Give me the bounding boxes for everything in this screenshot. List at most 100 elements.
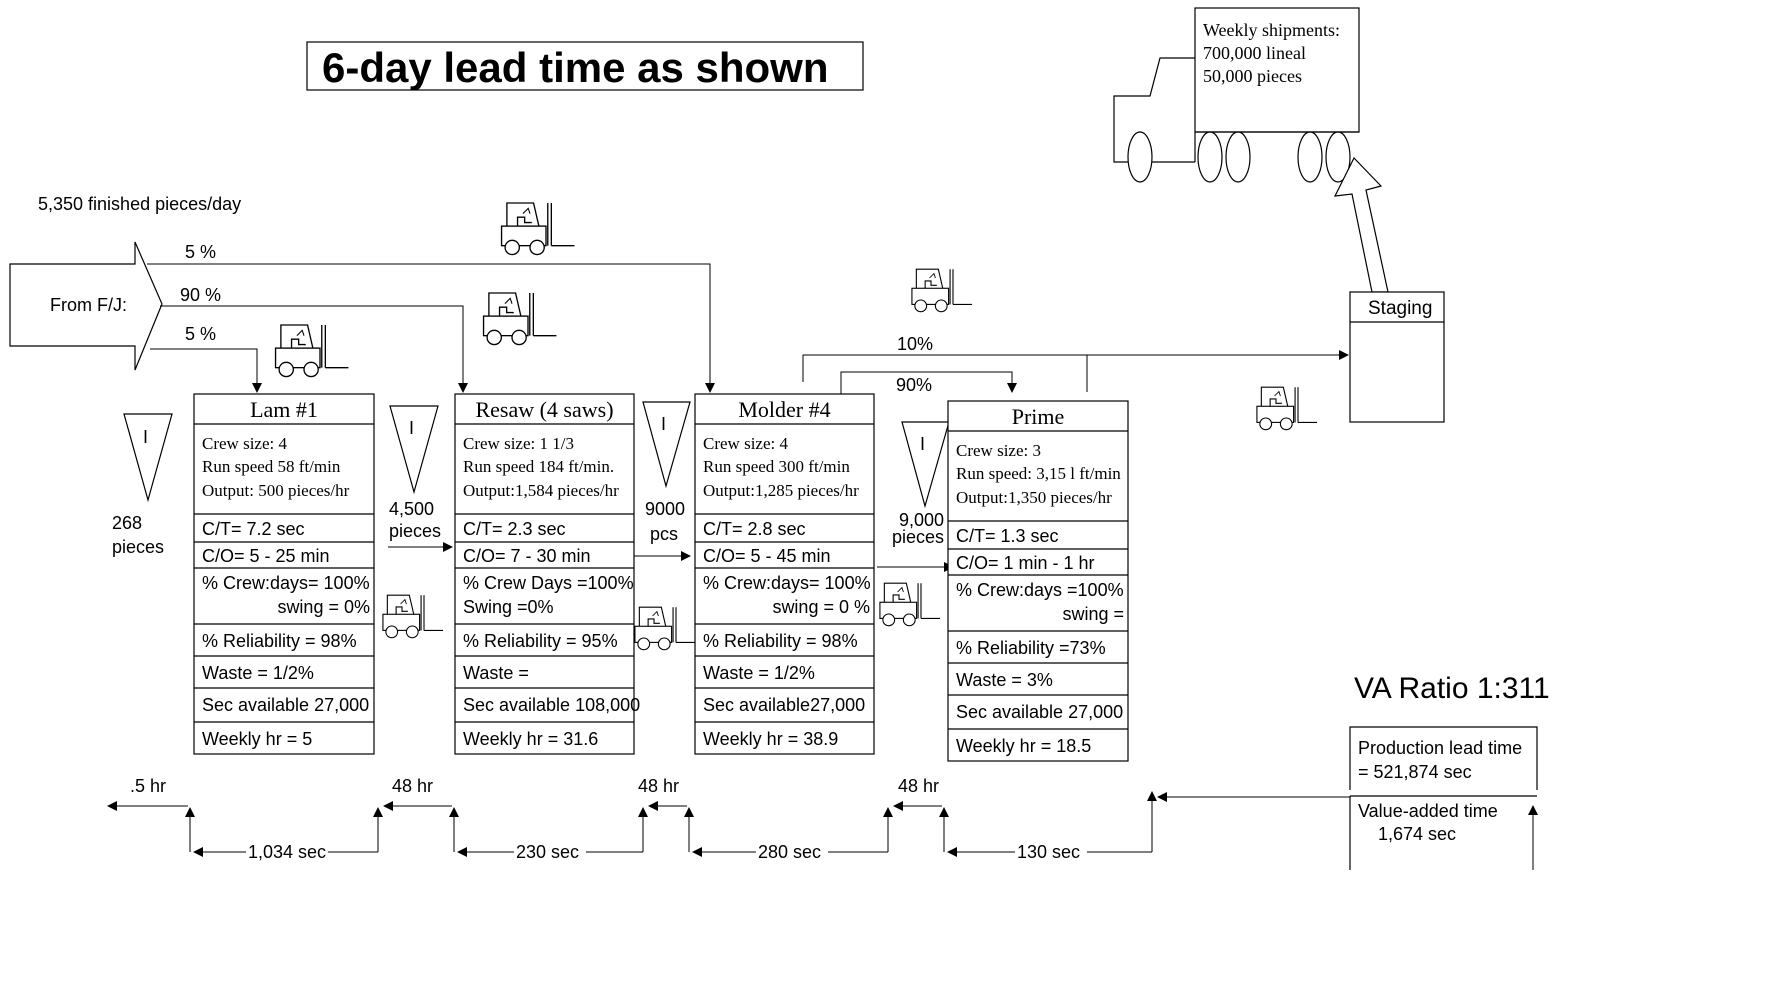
inventory-unit: pieces <box>892 527 944 547</box>
process-output: Output:1,285 pieces/hr <box>703 481 859 500</box>
crew-days: % Crew:days= 100% <box>703 573 871 593</box>
swing: swing = 0 % <box>772 597 870 617</box>
process-box: Molder #4Crew size: 4Run speed 300 ft/mi… <box>695 394 874 754</box>
va-ratio: VA Ratio 1:311 <box>1354 672 1550 705</box>
reliability: % Reliability = 95% <box>463 631 618 651</box>
cycle-time: C/T= 7.2 sec <box>202 519 305 539</box>
process-crew-size: Crew size: 3 <box>956 441 1041 460</box>
forklift-icon <box>880 583 940 626</box>
process-crew-size: Crew size: 4 <box>202 434 287 453</box>
process-name: Resaw (4 saws) <box>475 397 613 422</box>
value-added-label: Value-added time <box>1358 801 1498 821</box>
process-time: 230 sec <box>516 842 579 862</box>
shipping-line-2: 700,000 lineal <box>1203 43 1306 63</box>
wait-time: 48 hr <box>898 776 939 796</box>
production-lead-time-value: = 521,874 sec <box>1358 762 1472 782</box>
production-lead-time-label: Production lead time <box>1358 738 1522 758</box>
process-run-speed: Run speed 58 ft/min <box>202 457 341 476</box>
process-crew-size: Crew size: 1 1/3 <box>463 434 574 453</box>
supply-lines <box>147 264 710 392</box>
changeover-time: C/O= 7 - 30 min <box>463 546 591 566</box>
process-time: 1,034 sec <box>248 842 326 862</box>
wait-time: .5 hr <box>130 776 166 796</box>
weekly-hours: Weekly hr = 38.9 <box>703 729 838 749</box>
value-added-value: 1,674 sec <box>1378 824 1456 844</box>
reliability: % Reliability = 98% <box>202 631 357 651</box>
inventory-symbol: I <box>409 418 414 438</box>
pct-bot: 5 % <box>185 324 216 344</box>
process-run-speed: Run speed 184 ft/min. <box>463 457 614 476</box>
crew-days: % Crew:days =100% <box>956 580 1124 600</box>
process-run-speed: Run speed: 3,15 l ft/min <box>956 464 1121 483</box>
inventory-triangle: I 268 pieces <box>112 414 172 557</box>
forklift-icon <box>912 269 972 312</box>
process-name: Molder #4 <box>738 397 830 422</box>
shipping-line-1: Weekly shipments: <box>1203 20 1340 40</box>
changeover-time: C/O= 5 - 25 min <box>202 546 330 566</box>
process-output: Output:1,350 pieces/hr <box>956 488 1112 507</box>
process-name: Lam #1 <box>250 397 318 422</box>
crew-days: % Crew:days= 100% <box>202 573 370 593</box>
reliability: % Reliability =73% <box>956 638 1106 658</box>
waste: Waste = <box>463 663 529 683</box>
inventory-unit: pcs <box>650 524 678 544</box>
weekly-hours: Weekly hr = 31.6 <box>463 729 598 749</box>
lead-time-box: Production lead time = 521,874 sec Value… <box>1350 727 1537 870</box>
seconds-available: Sec available27,000 <box>703 695 865 715</box>
wait-time: 48 hr <box>638 776 679 796</box>
pct-top: 5 % <box>185 242 216 262</box>
waste: Waste = 3% <box>956 670 1053 690</box>
process-output: Output: 500 pieces/hr <box>202 481 350 500</box>
weekly-hours: Weekly hr = 5 <box>202 729 312 749</box>
inventory-triangle: I 4,500 pieces <box>389 406 441 541</box>
process-time: 280 sec <box>758 842 821 862</box>
seconds-available: Sec available 27,000 <box>956 702 1123 722</box>
process-box: Lam #1 Crew size: 4 Run speed 58 ft/minOut… <box>194 394 374 754</box>
crew-days: % Crew Days =100% <box>463 573 634 593</box>
swing: swing = <box>1062 604 1124 624</box>
process-name: Prime <box>1012 404 1065 429</box>
reliability: % Reliability = 98% <box>703 631 858 651</box>
inventory-symbol: I <box>661 414 666 434</box>
inventory-unit: pieces <box>112 537 164 557</box>
process-time: 130 sec <box>1017 842 1080 862</box>
forklift-icon <box>502 203 575 255</box>
split-lines <box>803 355 1348 394</box>
timeline-labels: .5 hr 48 hr 48 hr 48 hr 1,034 sec 230 se… <box>130 776 1087 862</box>
cycle-time: C/T= 1.3 sec <box>956 526 1059 546</box>
cycle-time: C/T= 2.3 sec <box>463 519 566 539</box>
swing: Swing =0% <box>463 597 554 617</box>
inventory-symbol: I <box>143 427 148 447</box>
inventory-qty: 9000 <box>645 499 685 519</box>
weekly-hours: Weekly hr = 18.5 <box>956 736 1091 756</box>
process-output: Output:1,584 pieces/hr <box>463 481 619 500</box>
forklift-icon <box>383 595 443 638</box>
inventory-symbol: I <box>920 434 925 454</box>
forklift-icon <box>1257 387 1317 430</box>
staging-label: Staging <box>1368 298 1432 319</box>
pct-prime: 90% <box>896 375 932 395</box>
staging-box: Staging <box>1350 292 1444 422</box>
pct-staging: 10% <box>897 334 933 354</box>
forklift-icon <box>484 293 557 345</box>
inventory-qty: 268 <box>112 513 142 533</box>
swing: swing = 0% <box>277 597 370 617</box>
waste: Waste = 1/2% <box>703 663 815 683</box>
seconds-available: Sec available 108,000 <box>463 695 640 715</box>
forklift-icon <box>635 607 695 650</box>
shipping-line-3: 50,000 pieces <box>1203 66 1302 86</box>
supplier-label: From F/J: <box>50 295 127 315</box>
inventory-triangle: I 9000 pcs <box>643 402 690 544</box>
pct-mid: 90 % <box>180 285 221 305</box>
process-crew-size: Crew size: 4 <box>703 434 788 453</box>
page-title: 6-day lead time as shown <box>322 44 829 91</box>
demand-label: 5,350 finished pieces/day <box>38 194 241 214</box>
seconds-available: Sec available 27,000 <box>202 695 369 715</box>
inventory-qty: 4,500 <box>389 499 434 519</box>
changeover-time: C/O= 1 min - 1 hr <box>956 553 1095 573</box>
forklift-icon <box>276 325 349 377</box>
title-box: 6-day lead time as shown <box>307 42 863 91</box>
cycle-time: C/T= 2.8 sec <box>703 519 806 539</box>
